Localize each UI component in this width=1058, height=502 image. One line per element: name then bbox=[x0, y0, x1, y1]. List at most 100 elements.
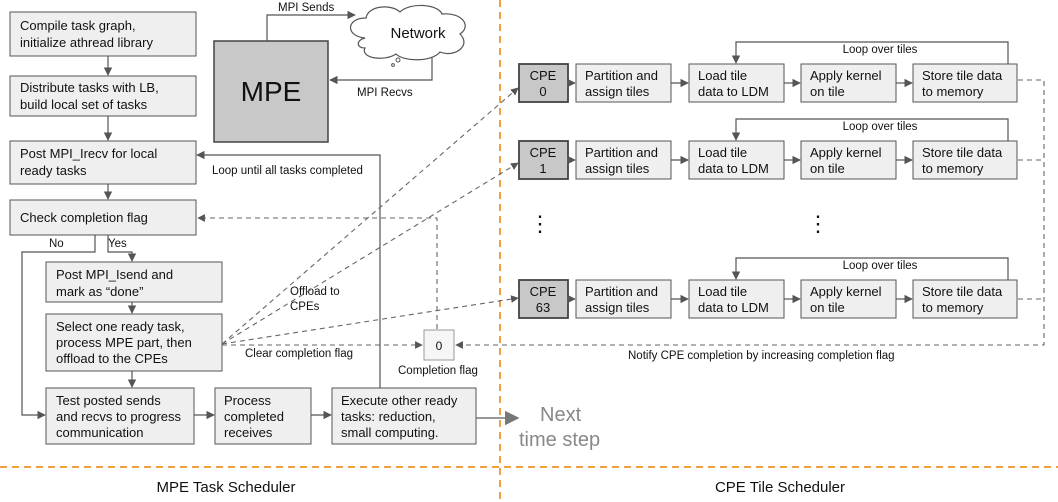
network-cloud: Network bbox=[349, 4, 466, 61]
svg-text:MPE: MPE bbox=[241, 76, 302, 107]
box-check-flag: Check completion flag bbox=[9, 199, 197, 236]
ellipsis-right: ⋮ bbox=[807, 211, 829, 236]
completion-flag-label: Completion flag bbox=[398, 365, 478, 377]
box-post-irecv: Post MPI_Irecv for local ready tasks bbox=[9, 140, 197, 185]
svg-text:Compile task graph,: Compile task graph, bbox=[20, 18, 136, 33]
svg-text:Partition and: Partition and bbox=[585, 68, 658, 83]
svg-text:Load tile: Load tile bbox=[698, 145, 747, 160]
svg-text:Store tile data: Store tile data bbox=[922, 68, 1003, 83]
svg-text:0: 0 bbox=[436, 339, 443, 353]
svg-text:and recvs to progress: and recvs to progress bbox=[56, 409, 182, 424]
svg-text:to memory: to memory bbox=[922, 161, 984, 176]
box-process-receives: Process completed receives bbox=[214, 387, 312, 445]
mpi-recvs-label: MPI Recvs bbox=[357, 87, 413, 99]
svg-text:data to LDM: data to LDM bbox=[698, 84, 769, 99]
svg-text:Select one ready task,: Select one ready task, bbox=[56, 319, 185, 334]
svg-text:assign tiles: assign tiles bbox=[585, 161, 650, 176]
svg-text:small computing.: small computing. bbox=[341, 425, 439, 440]
svg-text:CPE: CPE bbox=[530, 284, 557, 299]
svg-text:Post MPI_Isend and: Post MPI_Isend and bbox=[56, 267, 173, 282]
svg-text:63: 63 bbox=[536, 300, 550, 315]
svg-text:data to LDM: data to LDM bbox=[698, 161, 769, 176]
svg-text:process MPE part, then: process MPE part, then bbox=[56, 335, 192, 350]
footer-cpe-scheduler: CPE Tile Scheduler bbox=[715, 479, 845, 496]
dashed-connectors bbox=[197, 79, 1045, 349]
svg-text:1: 1 bbox=[539, 161, 546, 176]
svg-text:assign tiles: assign tiles bbox=[585, 300, 650, 315]
svg-text:data to LDM: data to LDM bbox=[698, 300, 769, 315]
svg-text:on tile: on tile bbox=[810, 84, 845, 99]
svg-text:CPE: CPE bbox=[530, 68, 557, 83]
svg-text:Load tile: Load tile bbox=[698, 284, 747, 299]
svg-text:to memory: to memory bbox=[922, 84, 984, 99]
loop-over-tiles-label: Loop over tiles bbox=[843, 260, 918, 272]
svg-text:Distribute tasks with LB,: Distribute tasks with LB, bbox=[20, 80, 159, 95]
svg-text:on tile: on tile bbox=[810, 300, 845, 315]
svg-text:assign tiles: assign tiles bbox=[585, 84, 650, 99]
svg-text:Post MPI_Irecv for local: Post MPI_Irecv for local bbox=[20, 146, 157, 161]
svg-text:Process: Process bbox=[224, 393, 271, 408]
svg-text:Check completion flag: Check completion flag bbox=[20, 210, 148, 225]
svg-text:completed: completed bbox=[224, 409, 284, 424]
svg-text:on tile: on tile bbox=[810, 161, 845, 176]
yes-label: Yes bbox=[108, 238, 127, 250]
svg-text:initialize athread library: initialize athread library bbox=[20, 35, 153, 50]
svg-text:Store tile data: Store tile data bbox=[922, 284, 1003, 299]
svg-text:Test posted sends: Test posted sends bbox=[56, 393, 161, 408]
svg-text:communication: communication bbox=[56, 425, 143, 440]
svg-text:Partition and: Partition and bbox=[585, 145, 658, 160]
footer-mpe-scheduler: MPE Task Scheduler bbox=[157, 479, 296, 496]
svg-text:offload to the CPEs: offload to the CPEs bbox=[56, 351, 168, 366]
loop-over-tiles-label: Loop over tiles bbox=[843, 121, 918, 133]
svg-text:0: 0 bbox=[539, 84, 546, 99]
clear-flag-label: Clear completion flag bbox=[245, 348, 353, 360]
svg-text:tasks: reduction,: tasks: reduction, bbox=[341, 409, 436, 424]
next-label-1: Next bbox=[540, 404, 582, 426]
box-select-task: Select one ready task, process MPE part,… bbox=[45, 313, 223, 372]
notify-label: Notify CPE completion by increasing comp… bbox=[628, 350, 895, 362]
svg-text:Load tile: Load tile bbox=[698, 68, 747, 83]
mpi-sends-label: MPI Sends bbox=[278, 2, 334, 14]
svg-text:build local set of tasks: build local set of tasks bbox=[20, 97, 148, 112]
svg-text:receives: receives bbox=[224, 425, 273, 440]
svg-text:Apply kernel: Apply kernel bbox=[810, 145, 882, 160]
svg-text:Store tile data: Store tile data bbox=[922, 145, 1003, 160]
svg-text:CPE: CPE bbox=[530, 145, 557, 160]
box-compile: Compile task graph, initialize athread l… bbox=[9, 11, 197, 57]
offload-label-2: CPEs bbox=[290, 301, 320, 313]
loop-over-tiles-label: Loop over tiles bbox=[843, 44, 918, 56]
box-post-isend: Post MPI_Isend and mark as “done” bbox=[45, 261, 223, 303]
svg-text:Partition and: Partition and bbox=[585, 284, 658, 299]
svg-text:Network: Network bbox=[390, 25, 446, 42]
box-distribute: Distribute tasks with LB, build local se… bbox=[9, 75, 197, 117]
svg-text:mark as “done”: mark as “done” bbox=[56, 284, 143, 299]
box-execute-other: Execute other ready tasks: reduction, sm… bbox=[331, 387, 477, 445]
no-label: No bbox=[49, 238, 64, 250]
mpe-block: MPE bbox=[213, 40, 329, 143]
box-test-posted: Test posted sends and recvs to progress … bbox=[45, 387, 195, 445]
svg-text:Execute other ready: Execute other ready bbox=[341, 393, 458, 408]
completion-flag: 0 bbox=[423, 329, 455, 361]
svg-text:ready tasks: ready tasks bbox=[20, 163, 87, 178]
next-label-2: time step bbox=[519, 429, 600, 451]
loop-label: Loop until all tasks completed bbox=[212, 165, 363, 177]
svg-text:Apply kernel: Apply kernel bbox=[810, 284, 882, 299]
ellipsis-left: ⋮ bbox=[529, 211, 551, 236]
